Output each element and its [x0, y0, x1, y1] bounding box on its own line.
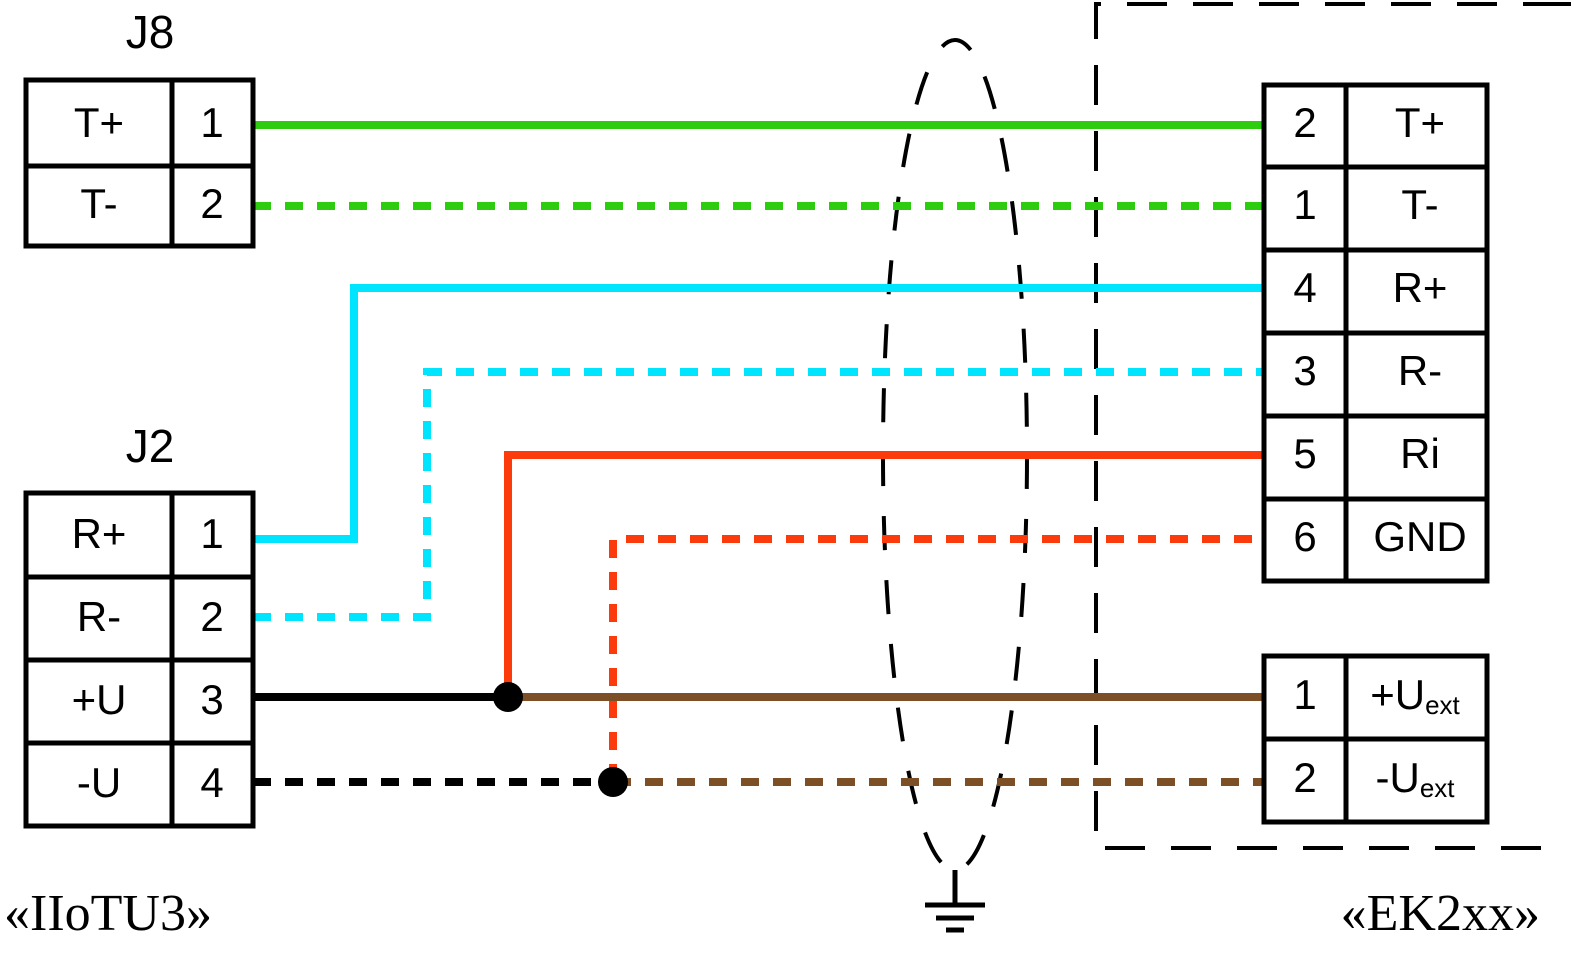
- j2-row-2-pin: 3: [200, 676, 223, 723]
- connector-j2: J2 R+ 1 R- 2 +U 3 -U 4: [23, 420, 256, 829]
- ek-power-row-1-signal: -Uext: [1375, 754, 1455, 803]
- ek-power-row-1-pin: 2: [1293, 754, 1316, 801]
- ek-signal-row-4-pin: 5: [1293, 430, 1316, 477]
- connector-j2-title: J2: [126, 420, 175, 472]
- ek-power-row-0-signal: +Uext: [1370, 671, 1460, 720]
- device-label-left: «IIoTU3»: [4, 885, 212, 942]
- ek-power-row-0-pin: 1: [1293, 671, 1316, 718]
- ek-signal-row-1-signal: T-: [1401, 181, 1438, 228]
- j2-row-1-pin: 2: [200, 593, 223, 640]
- ek-signal-row-5-signal: GND: [1373, 513, 1466, 560]
- ek-power-row-1-signal-base: -U: [1375, 754, 1419, 801]
- j2-row-1-signal: R-: [77, 593, 121, 640]
- j8-row-0-signal: T+: [74, 99, 124, 146]
- ek-signal-row-2-pin: 4: [1293, 264, 1316, 311]
- junction-dot-plus-u: [493, 682, 523, 712]
- ek-power-row-1-signal-sub: ext: [1420, 773, 1455, 803]
- ek-signal-row-3-signal: R-: [1398, 347, 1442, 394]
- device-label-right: «EK2xx»: [1341, 885, 1540, 942]
- j2-row-3-pin: 4: [200, 759, 223, 806]
- ek2xx-enclosure-boundary: [1094, 2, 1571, 850]
- ek-signal-row-0-pin: 2: [1293, 99, 1316, 146]
- ek-signal-row-4-signal: Ri: [1400, 430, 1440, 477]
- j2-row-2-signal: +U: [72, 676, 127, 723]
- j2-row-3-signal: -U: [77, 759, 121, 806]
- ek-power-row-0-signal-sub: ext: [1425, 690, 1460, 720]
- junction-dot-minus-u: [598, 767, 628, 797]
- connector-ek-power: 1 +Uext 2 -Uext: [1261, 653, 1490, 825]
- ek-power-row-0-signal-base: +U: [1370, 671, 1425, 718]
- j8-row-0-pin: 1: [200, 99, 223, 146]
- connector-ek-signal: 2 T+ 1 T- 4 R+ 3 R- 5 Ri 6 GND: [1261, 82, 1490, 584]
- ek-signal-row-2-signal: R+: [1393, 264, 1448, 311]
- wire-gnd: [609, 535, 1264, 782]
- j2-row-0-pin: 1: [200, 510, 223, 557]
- j8-row-1-signal: T-: [80, 180, 117, 227]
- earth-ground-icon: [925, 870, 985, 933]
- connector-j8-title: J8: [126, 6, 175, 58]
- ek-signal-row-3-pin: 3: [1293, 347, 1316, 394]
- j2-row-0-signal: R+: [72, 510, 127, 557]
- connector-j8: J8 T+ 1 T- 2: [23, 6, 256, 249]
- wire-r-plus: [253, 284, 1264, 543]
- j8-row-1-pin: 2: [200, 180, 223, 227]
- ek-signal-row-1-pin: 1: [1293, 181, 1316, 228]
- wire-r-minus: [253, 368, 1264, 621]
- wire-ri: [504, 451, 1264, 697]
- ek-signal-row-5-pin: 6: [1293, 513, 1316, 560]
- ek-signal-row-0-signal: T+: [1395, 99, 1445, 146]
